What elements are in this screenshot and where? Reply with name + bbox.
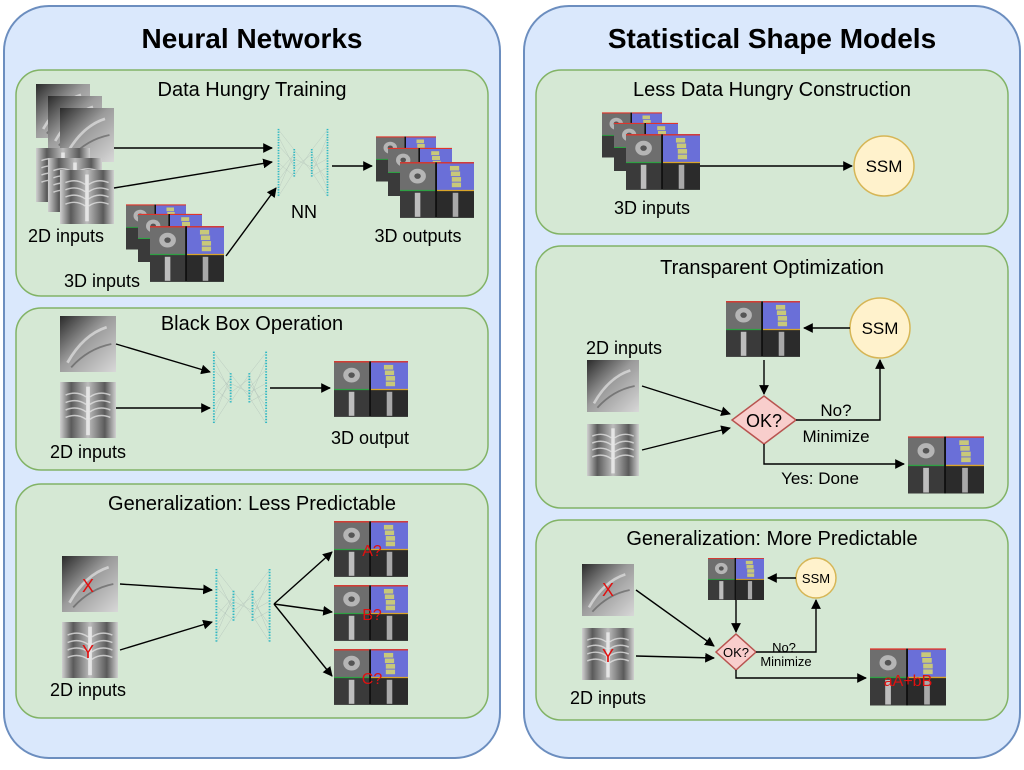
volume-output (334, 360, 408, 418)
section-title-optimization: Transparent Optimization (660, 257, 884, 279)
training-arrows (113, 143, 373, 257)
volume-final-output (908, 436, 984, 494)
label-3d-inputs-construction: 3D inputs (614, 198, 690, 218)
frontal-xray (586, 424, 640, 476)
yes-done-label: Yes: Done (781, 469, 859, 488)
label-nn: NN (291, 202, 317, 222)
ssm-label-generalization: SSM (802, 571, 830, 586)
marker-y: Y (82, 642, 94, 662)
section-title-construction: Less Data Hungry Construction (633, 79, 911, 101)
lateral-xray (60, 316, 116, 372)
section-title-black-box: Black Box Operation (161, 313, 343, 335)
label-3d-outputs: 3D outputs (374, 226, 461, 246)
ssm-label-construction: SSM (866, 157, 903, 176)
section-title-generalization-left: Generalization: Less Predictable (108, 493, 396, 515)
label-3d-output: 3D output (331, 428, 409, 448)
lateral-xray (585, 360, 641, 412)
marker-x-right: X (602, 580, 614, 600)
volume-estimate (726, 300, 800, 358)
minimize-label-optimization: Minimize (802, 427, 869, 446)
ssm-node (853, 135, 915, 197)
output-label-combination: aA+bB (884, 673, 932, 690)
decision-label-optimization: OK? (746, 411, 782, 431)
marker-x: X (82, 576, 94, 596)
decision-label-generalization: OK? (723, 645, 749, 660)
volume-estimate (708, 558, 764, 600)
section-black-box-operation (15, 307, 489, 471)
ssm-label-optimization: SSM (862, 319, 899, 338)
black-box-arrows (115, 343, 331, 413)
no-label-generalization: No? (772, 640, 796, 655)
label-2d-inputs-black-box: 2D inputs (50, 442, 126, 462)
label-3d-inputs-training: 3D inputs (64, 271, 140, 291)
output-label-a: A? (362, 543, 382, 560)
label-2d-inputs-training: 2D inputs (28, 226, 104, 246)
label-2d-inputs-generalization-left: 2D inputs (50, 680, 126, 700)
label-2d-inputs-generalization-right: 2D inputs (570, 688, 646, 708)
optimization-arrows (641, 323, 905, 469)
generalization-right-arrows (635, 573, 867, 683)
label-2d-inputs-optimization: 2D inputs (586, 338, 662, 358)
section-title-generalization-right: Generalization: More Predictable (626, 528, 917, 550)
no-label-optimization: No? (820, 401, 851, 420)
minimize-label-generalization: Minimize (760, 654, 811, 669)
output-label-c: C? (362, 671, 383, 688)
marker-y-right: Y (602, 646, 614, 666)
generalization-left-arrows (119, 551, 333, 677)
section-title-training: Data Hungry Training (158, 79, 347, 101)
frontal-xray (60, 382, 116, 438)
left-panel-title: Neural Networks (142, 23, 363, 54)
output-label-b: B? (362, 607, 382, 624)
right-panel-title: Statistical Shape Models (608, 23, 936, 54)
